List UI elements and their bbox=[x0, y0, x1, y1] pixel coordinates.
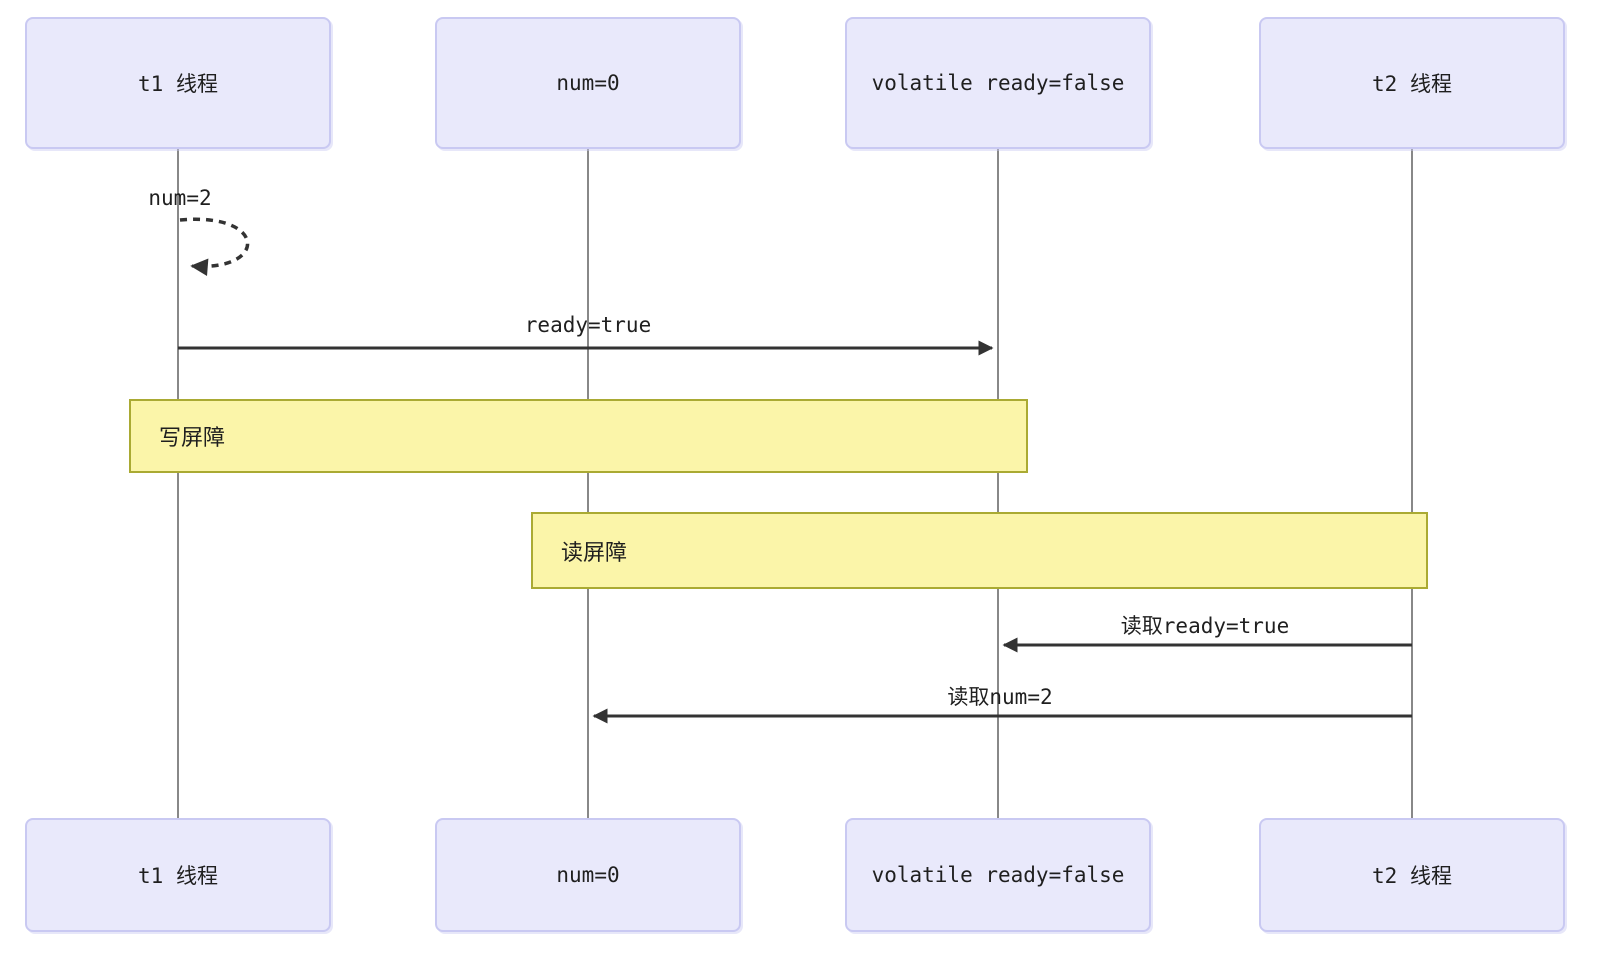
read-barrier-band: 读屏障 bbox=[531, 512, 1428, 589]
actor-box-num-top: num=0 bbox=[435, 17, 741, 149]
actor-box-t1-top: t1 线程 bbox=[25, 17, 331, 149]
actor-box-t2-bottom: t2 线程 bbox=[1259, 818, 1565, 932]
actor-label-num-bottom: num=0 bbox=[556, 863, 620, 887]
actor-label-t1-bottom: t1 线程 bbox=[138, 864, 218, 888]
actor-label-num: num=0 bbox=[556, 71, 620, 95]
message-label-ready-true: ready=true bbox=[524, 313, 652, 337]
self-message-arrow-num2 bbox=[179, 217, 250, 276]
actor-box-volatile-top: volatile ready=false bbox=[845, 17, 1151, 149]
actor-label-volatile: volatile ready=false bbox=[871, 71, 1125, 95]
actor-label-t2: t2 线程 bbox=[1372, 72, 1452, 96]
actor-box-t2-top: t2 线程 bbox=[1259, 17, 1565, 149]
actor-box-num-bottom: num=0 bbox=[435, 818, 741, 932]
actor-label-volatile-bottom: volatile ready=false bbox=[871, 863, 1125, 887]
actor-box-t1-bottom: t1 线程 bbox=[25, 818, 331, 932]
actor-box-volatile-bottom: volatile ready=false bbox=[845, 818, 1151, 932]
write-barrier-label: 写屏障 bbox=[159, 426, 226, 451]
message-label-num2: num=2 bbox=[148, 186, 212, 210]
message-label-read-num: 读取num=2 bbox=[947, 685, 1053, 709]
write-barrier-band: 写屏障 bbox=[129, 399, 1028, 473]
actor-label-t1: t1 线程 bbox=[138, 72, 218, 96]
message-label-read-ready: 读取ready=true bbox=[1120, 614, 1290, 638]
actor-label-t2-bottom: t2 线程 bbox=[1372, 864, 1452, 888]
read-barrier-label: 读屏障 bbox=[561, 540, 628, 566]
